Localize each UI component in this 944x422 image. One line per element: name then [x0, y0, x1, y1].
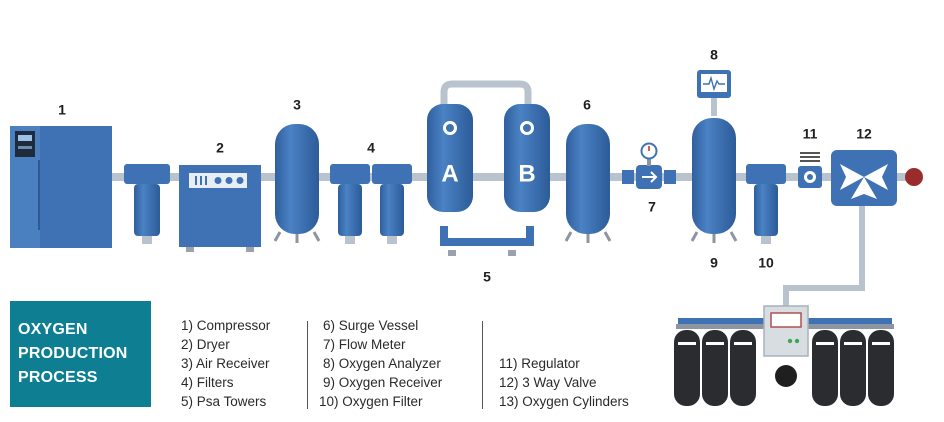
- title-line-1: OXYGEN: [18, 321, 88, 338]
- legend-item-1: 1) Compressor: [181, 318, 271, 333]
- cylinder-supply-pipe: [783, 204, 865, 306]
- surge-vessel: [564, 124, 612, 243]
- compressor: [10, 126, 112, 248]
- title-box: OXYGEN PRODUCTION PROCESS: [10, 301, 151, 407]
- psa-tower-b: [504, 104, 550, 212]
- tower-label-b: B: [518, 160, 535, 187]
- number-label-10: 10: [758, 255, 774, 271]
- oxygen-analyzer: [697, 70, 731, 116]
- legend-item-9: 9) Oxygen Receiver: [323, 375, 443, 390]
- number-label-2: 2: [216, 140, 224, 156]
- number-label-8: 8: [710, 47, 718, 63]
- number-label-1: 1: [58, 102, 66, 118]
- regulator: [798, 152, 822, 188]
- number-label-11: 11: [803, 126, 818, 142]
- number-label-5: 5: [483, 269, 491, 285]
- air-receiver: [273, 124, 321, 243]
- legend-item-8: 8) Oxygen Analyzer: [323, 356, 441, 371]
- number-label-9: 9: [710, 255, 718, 271]
- psa-bottom-manifold: [440, 226, 534, 256]
- legend-item-3: 3) Air Receiver: [181, 356, 270, 371]
- number-label-3: 3: [293, 97, 301, 113]
- number-label-7: 7: [648, 199, 656, 215]
- number-13-badge: [775, 365, 797, 387]
- flow-meter: [622, 142, 676, 189]
- title-line-2: PRODUCTION: [18, 345, 128, 362]
- legend-item-10: 10) Oxygen Filter: [319, 394, 423, 409]
- legend-item-11: 11) Regulator: [499, 356, 580, 371]
- legend-item-13: 13) Oxygen Cylinders: [499, 394, 629, 409]
- oxygen-receiver: [690, 118, 738, 243]
- three-way-valve: [831, 150, 897, 206]
- number-label-4: 4: [367, 140, 375, 156]
- filter-2: [372, 164, 412, 244]
- number-label-12: 12: [856, 126, 872, 142]
- legend-divider-1: [307, 321, 308, 409]
- filter-1: [330, 164, 370, 244]
- psa-top-pipe: [440, 80, 532, 108]
- legend-item-7: 7) Flow Meter: [323, 337, 406, 352]
- outlet-cap: [905, 168, 923, 186]
- legend-item-4: 4) Filters: [181, 375, 234, 390]
- legend-item-12: 12) 3 Way Valve: [499, 375, 597, 390]
- legend-item-2: 2) Dryer: [181, 337, 230, 352]
- cylinder-rack: [674, 305, 894, 406]
- number-label-6: 6: [583, 97, 591, 113]
- legend-divider-2: [482, 321, 483, 409]
- compressor-outlet-filter: [124, 164, 170, 244]
- dryer: [179, 165, 261, 252]
- legend-item-6: 6) Surge Vessel: [323, 318, 419, 333]
- psa-tower-a: [427, 104, 473, 212]
- title-line-3: PROCESS: [18, 369, 98, 386]
- number-label-13: 13: [778, 372, 794, 388]
- oxygen-filter: [746, 164, 786, 244]
- tower-label-a: A: [441, 160, 458, 187]
- legend-item-5: 5) Psa Towers: [181, 394, 267, 409]
